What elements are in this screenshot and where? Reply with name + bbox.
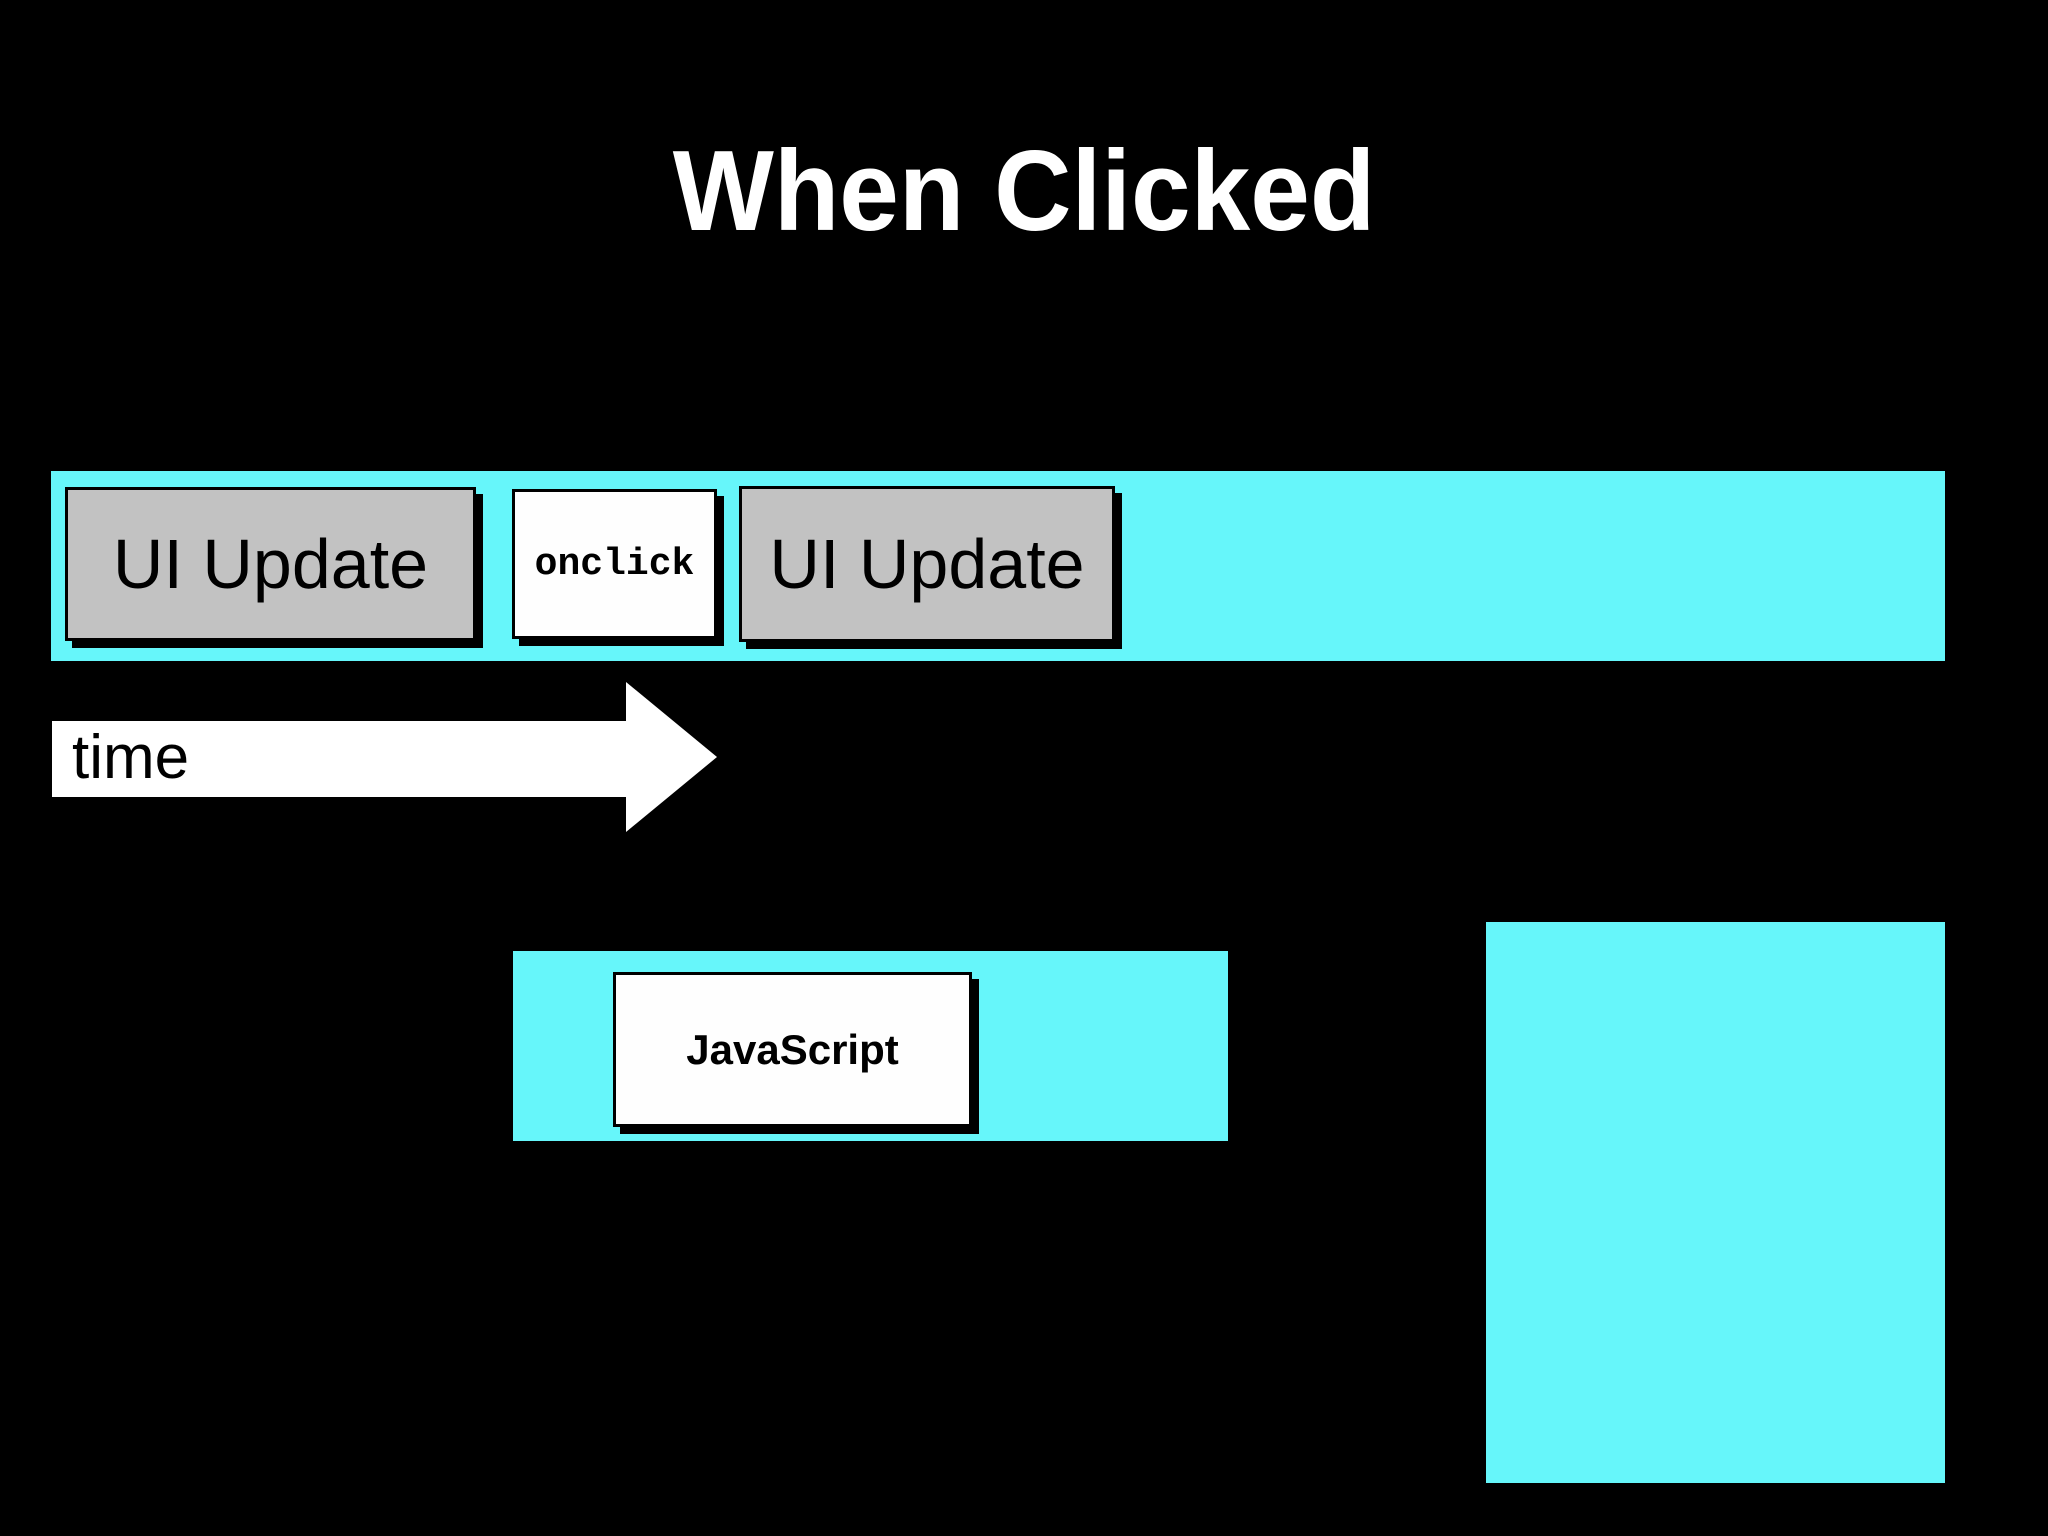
ui-update-label-1: UI Update: [112, 525, 429, 603]
ui-update-box-1: UI Update: [65, 487, 476, 641]
page-title: When Clicked: [672, 128, 1376, 255]
onclick-box: onclick: [512, 489, 717, 639]
ui-update-label-2: UI Update: [769, 525, 1085, 603]
time-arrow-head-icon: [626, 682, 717, 832]
javascript-box: JavaScript: [613, 972, 972, 1127]
time-label: time: [72, 723, 190, 792]
time-arrow-body: time: [52, 721, 626, 797]
continuation-timeline-block: [1486, 922, 1945, 1483]
javascript-timeline-bar: JavaScript: [513, 951, 1228, 1141]
ui-update-box-2: UI Update: [739, 486, 1115, 642]
javascript-label: JavaScript: [686, 1025, 899, 1073]
time-arrow: time: [52, 682, 717, 833]
main-thread-timeline-bar: UI Update onclick UI Update: [51, 471, 1945, 661]
onclick-label: onclick: [534, 542, 695, 586]
